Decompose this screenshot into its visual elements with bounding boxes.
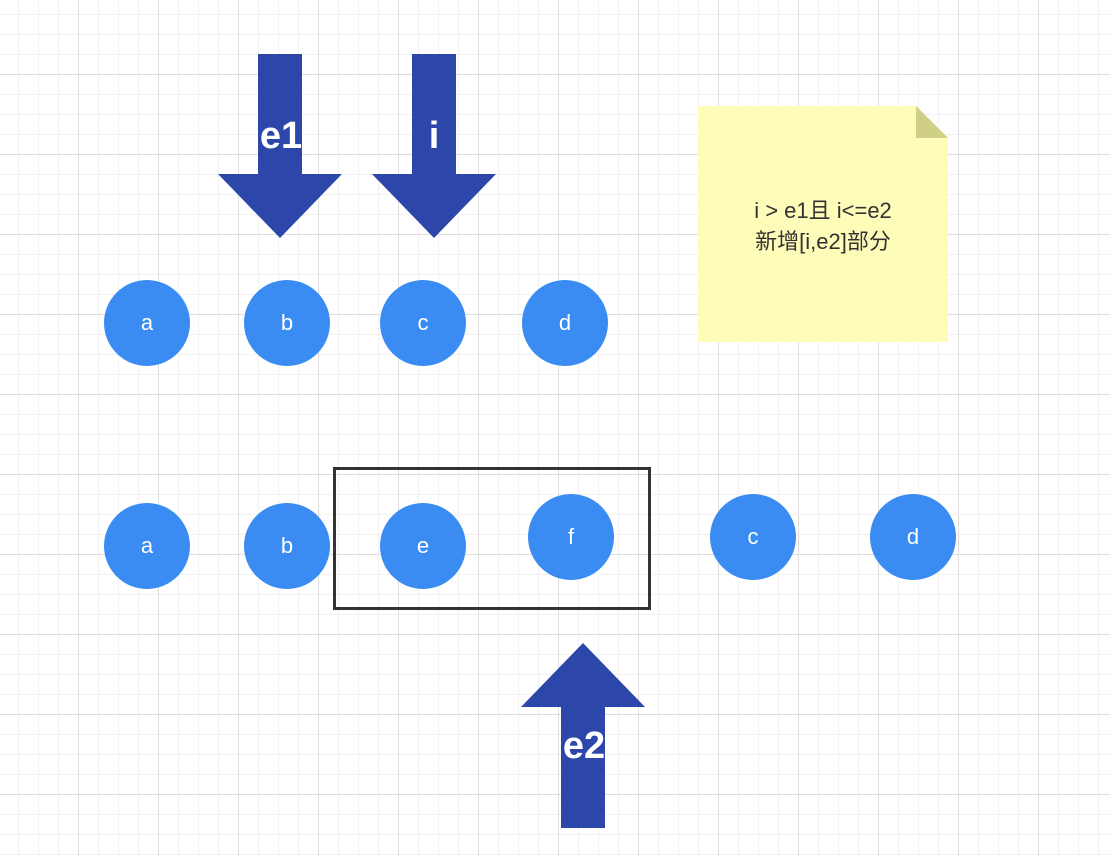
bottom-node-a: a — [104, 503, 190, 589]
node-label: d — [558, 310, 572, 335]
node-label: c — [417, 310, 429, 335]
sticky-note-shape — [698, 106, 948, 342]
down-arrow-icon — [218, 54, 342, 238]
down-arrow-icon — [372, 54, 496, 238]
note-line-1: i > e1且 i<=e2 — [754, 198, 892, 223]
top-node-c: c — [380, 280, 466, 366]
bottom-node-e: e — [380, 503, 466, 589]
bottom-node-b: b — [244, 503, 330, 589]
bottom-node-c: c — [710, 494, 796, 580]
pointer-e1-label: e1 — [259, 115, 303, 157]
node-label: c — [747, 524, 759, 549]
top-node-b: b — [244, 280, 330, 366]
node-label: a — [140, 533, 154, 558]
top-node-d: d — [522, 280, 608, 366]
node-label: a — [140, 310, 154, 335]
node-label: b — [280, 310, 294, 335]
pointer-i-arrow: i — [371, 54, 497, 239]
up-arrow-icon — [521, 643, 645, 828]
node-label: e — [416, 533, 430, 558]
pointer-e2-arrow: e2 — [521, 643, 647, 829]
node-label: b — [280, 533, 294, 558]
pointer-i-label: i — [428, 115, 440, 157]
sticky-note: i > e1且 i<=e2 新增[i,e2]部分 — [698, 106, 948, 342]
pointer-e1-arrow: e1 — [218, 54, 344, 239]
node-label: f — [567, 524, 575, 549]
top-node-a: a — [104, 280, 190, 366]
bottom-node-d: d — [870, 494, 956, 580]
new-nodes-box — [333, 467, 651, 610]
node-label: d — [906, 524, 920, 549]
note-line-2: 新增[i,e2]部分 — [755, 229, 891, 254]
bottom-node-f: f — [528, 494, 614, 580]
pointer-e2-label: e2 — [562, 725, 606, 767]
